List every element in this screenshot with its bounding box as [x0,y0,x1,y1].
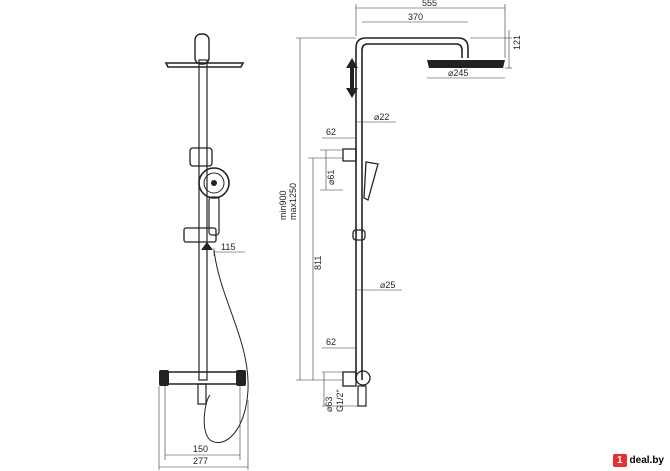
front-hand-shower-handle [208,196,220,236]
dim-245: ⌀245 [448,68,468,78]
side-rail-and-arm [355,37,469,380]
side-upper-bracket [342,148,357,162]
dim-62-lower: 62 [326,337,336,347]
dim-277: 277 [193,456,208,466]
side-slider [352,229,366,241]
dim-22: ⌀22 [374,112,389,122]
side-hand-shower [363,161,379,201]
front-view: 115 150 277 [158,33,249,470]
dim-150: 150 [193,444,208,454]
front-mixer-body [164,371,241,385]
side-view: 555 370 121 ⌀245 ⌀22 62 ⌀61 min900 max12… [278,0,522,412]
dim-25: ⌀25 [380,280,395,290]
side-mixer-knob [355,370,371,386]
dim-370: 370 [408,12,423,22]
side-overhead-shower-head [427,60,505,68]
front-mixer-left-handle [159,370,169,386]
front-mixer-right-handle [236,370,246,386]
dim-811: 811 [313,256,323,270]
dim-62-upper: 62 [326,127,336,137]
front-hand-shower-head [198,167,230,199]
dim-max1250: max1250 [288,183,298,220]
side-lower-bracket [342,371,357,387]
dim-115: 115 [221,242,235,252]
dim-61: ⌀61 [326,170,336,185]
dim-63: ⌀63 [324,397,334,412]
side-mixer-outlet [357,385,367,407]
front-upper-holder [189,147,213,167]
dim-thread: G1/2" [335,389,345,412]
front-overhead-shower-head [164,62,245,68]
dim-121: 121 [512,35,522,50]
front-slider-knob [201,242,213,250]
dim-min900: min900 [278,190,288,220]
site-watermark: 1 deal.by [612,453,664,467]
dim-555: 555 [422,0,437,8]
front-hand-shower-spray [203,172,225,194]
front-slider [183,227,217,243]
front-hose [203,249,249,443]
front-hand-shower-center [211,180,217,186]
watermark-site: deal.by [629,454,664,466]
front-head-connector [194,33,210,65]
front-rail [198,59,208,381]
height-adjust-arrow-icon [346,58,358,98]
front-mixer-outlet [197,383,207,405]
watermark-brand-mark: 1 [612,453,627,467]
